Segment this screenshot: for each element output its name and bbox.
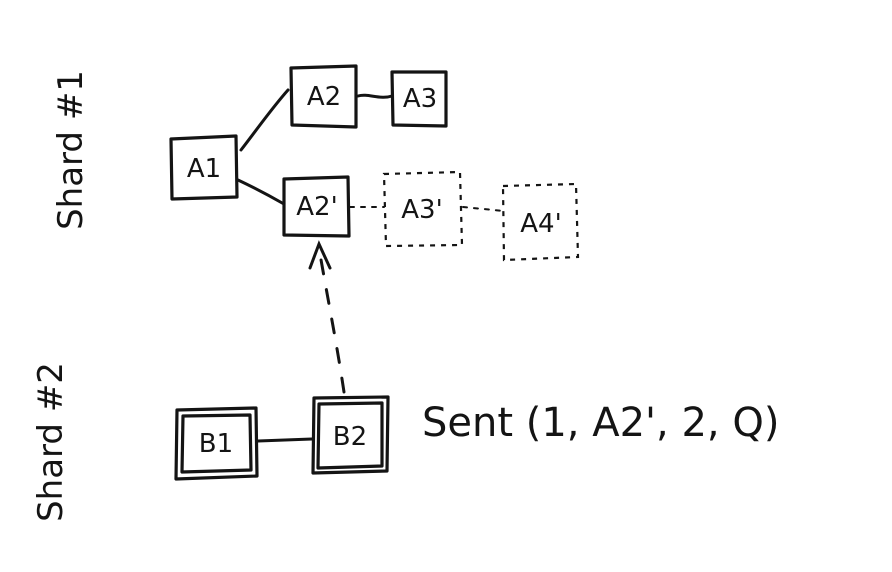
node-a2: A2 [289,64,358,129]
edge-a3-prime-a4-prime [462,206,505,212]
edge-b1-b2 [256,437,314,443]
sent-message: Sent (1, A2', 2, Q) [422,400,779,446]
node-a4-prime-label: A4' [520,209,561,239]
shard-1-label: Shard #1 [51,70,91,230]
node-a1-label: A1 [187,154,221,184]
node-b2: B2 [311,395,390,475]
edge-a1-a2-prime [236,178,286,206]
node-b1: B1 [174,406,259,481]
node-a3-label: A3 [403,84,437,114]
node-b2-label: B2 [333,422,367,452]
node-a3: A3 [390,70,448,128]
node-a2-label: A2 [307,82,341,112]
node-a1: A1 [169,134,239,201]
node-a2-prime: A2' [282,175,351,238]
shard-2-label: Shard #2 [31,362,71,522]
node-a2-prime-label: A2' [296,192,337,222]
edge-a1-a2 [239,88,290,152]
reference-arrow-head [308,240,332,270]
reference-arrow-shaft [318,252,346,394]
node-b1-label: B1 [199,429,233,459]
node-a3-prime-label: A3' [401,195,442,225]
edge-a2-a3 [356,93,394,99]
node-a3-prime: A3' [382,170,464,248]
node-a4-prime: A4' [501,182,580,262]
